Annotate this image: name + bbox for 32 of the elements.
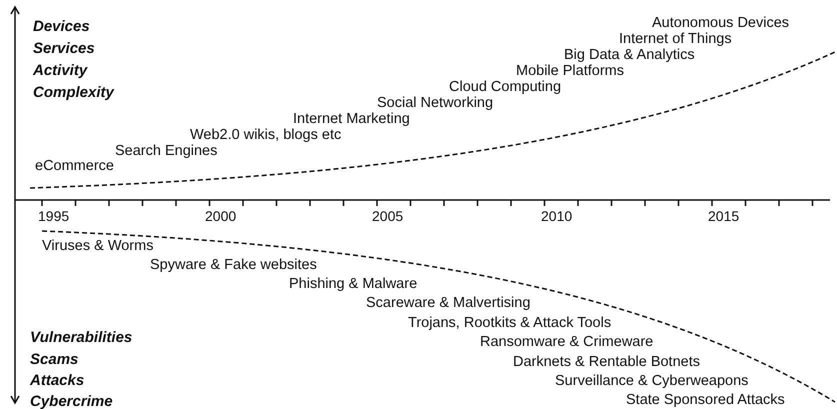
year-label: 2015 xyxy=(708,209,740,223)
trend-label: eCommerce xyxy=(35,159,114,174)
trend-label: Internet Marketing xyxy=(293,112,410,126)
trend-label: Social Networking xyxy=(377,96,494,110)
trend-label: Spyware & Fake websites xyxy=(150,258,317,272)
trend-label: Trojans, Rootkits & Attack Tools xyxy=(408,316,612,330)
trend-label: Cloud Computing xyxy=(449,80,562,94)
trend-label: Search Engines xyxy=(115,144,218,158)
axis-label: Cybercrime xyxy=(30,394,113,409)
axis-label: Activity xyxy=(33,63,88,78)
year-label: 2010 xyxy=(541,209,572,223)
year-label: 2000 xyxy=(205,209,236,223)
trend-label: Internet of Things xyxy=(619,32,732,46)
trend-label: Darknets & Rentable Botnets xyxy=(513,355,700,370)
year-label: 1995 xyxy=(38,209,70,223)
axis-label: Scams xyxy=(30,352,78,367)
trend-label: Big Data & Analytics xyxy=(564,48,695,62)
trend-label: State Sponsored Attacks xyxy=(626,393,785,408)
trend-label: Phishing & Malware xyxy=(289,277,418,292)
trend-label: Autonomous Devices xyxy=(652,16,790,30)
axis-label: Devices xyxy=(33,19,90,34)
trend-label: Mobile Platforms xyxy=(516,64,624,78)
axis-label: Services xyxy=(33,41,95,56)
year-label: 2005 xyxy=(372,209,404,223)
trend-label: Viruses & Worms xyxy=(42,239,154,254)
trend-label: Web2.0 wikis, blogs etc xyxy=(190,128,342,142)
trend-label: Ransomware & Crimeware xyxy=(480,335,654,350)
trend-label: Scareware & Malvertising xyxy=(366,296,530,310)
trend-label: Surveillance & Cyberweapons xyxy=(555,374,748,388)
axis-label: Vulnerabilities xyxy=(30,330,132,345)
axis-label: Complexity xyxy=(33,85,114,100)
axis-label: Attacks xyxy=(30,373,84,388)
